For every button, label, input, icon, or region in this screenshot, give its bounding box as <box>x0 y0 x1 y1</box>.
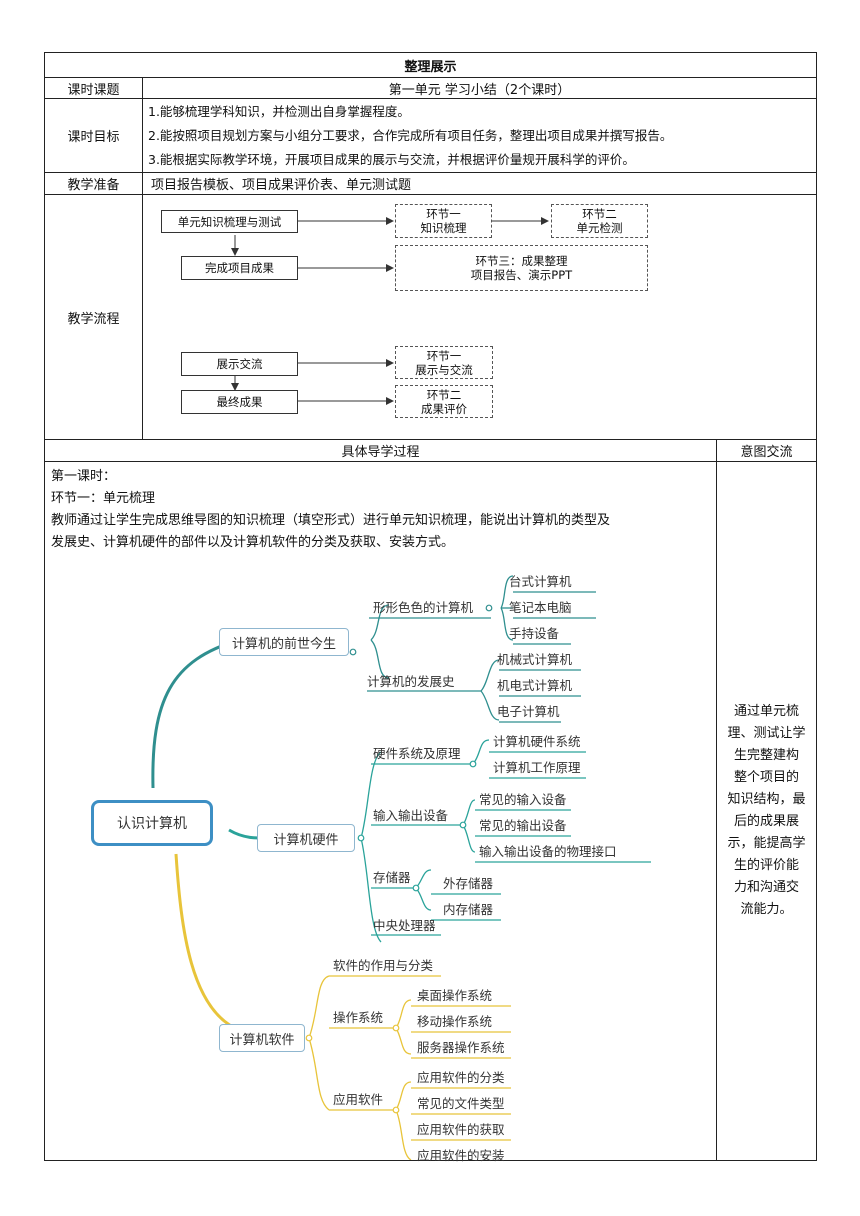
goal-item: 2.能按照项目规划方案与小组分工要求，合作完成所有项目任务，整理出项目成果并撰写… <box>148 127 673 143</box>
flow-label: 教学流程 <box>44 194 143 440</box>
goals-list: 1.能够梳理学科知识，并检测出自身掌握程度。 2.能按照项目规划方案与小组分工要… <box>142 98 817 173</box>
flow-box-stage2: 环节二 单元检测 <box>551 204 648 238</box>
mindmap-leaf: 常见的文件类型 <box>417 1096 505 1111</box>
flow-box-text: 环节二 <box>426 387 462 402</box>
flow-box-text: 项目报告、演示PPT <box>470 268 573 282</box>
flow-box-text: 成果评价 <box>421 401 467 416</box>
prep-label: 教学准备 <box>44 172 143 195</box>
lesson-plan-table: 整理展示 课时课题 第一单元 学习小结（2个课时） 课时目标 1.能够梳理学科知… <box>44 52 817 1163</box>
topic-label: 课时课题 <box>44 77 143 99</box>
intent-header: 意图交流 <box>716 439 817 462</box>
flow-box-present: 环节一 展示与交流 <box>395 346 493 379</box>
mindmap-leaf: 机电式计算机 <box>497 678 573 693</box>
intent-line: 通过单元梳 <box>733 704 799 719</box>
mindmap-leaf: 手持设备 <box>509 626 560 641</box>
mindmap-leaf: 计算机工作原理 <box>493 760 581 775</box>
process-header: 具体导学过程 <box>44 439 717 462</box>
mindmap-leaf: 应用软件的分类 <box>417 1070 505 1085</box>
flow-box-project: 完成项目成果 <box>181 256 298 280</box>
mindmap-leaf: 常见的输出设备 <box>479 818 567 833</box>
lesson-title: 第一课时： <box>51 469 117 484</box>
flow-diagram: 单元知识梳理与测试 环节一 知识梳理 环节二 单元检测 完成项目成果 环节三：成… <box>143 195 816 439</box>
flow-box-text: 环节三：成果整理 <box>475 254 568 268</box>
intent-line: 生完整建构 <box>733 748 799 763</box>
mindmap-branch-software: 计算机软件 <box>219 1024 305 1052</box>
mindmap-leaf: 输入输出设备的物理接口 <box>479 844 617 859</box>
intent-line: 示，能提高学 <box>727 836 806 851</box>
flow-box-showcase: 展示交流 <box>181 352 298 376</box>
flow-box-stage3: 环节三：成果整理 项目报告、演示PPT <box>395 245 648 291</box>
mindmap-leaf: 电子计算机 <box>497 704 560 719</box>
mindmap-leaf: 笔记本电脑 <box>509 600 572 615</box>
doc-title: 整理展示 <box>44 52 817 78</box>
topic-value: 第一单元 学习小结（2个课时） <box>142 77 817 99</box>
process-text: 第一课时： 环节一：单元梳理 教师通过让学生完成思维导图的知识梳理（填空形式）进… <box>51 466 710 554</box>
goal-item: 3.能根据实际教学环境，开展项目成果的展示与交流，并根据评价量规开展科学的评价。 <box>148 151 635 167</box>
flow-connectors <box>231 217 549 405</box>
mindmap-leaf: 内存储器 <box>443 902 494 917</box>
flow-box-text: 展示与交流 <box>415 362 473 377</box>
intent-line: 流能力。 <box>740 902 793 917</box>
mindmap-leaf: 机械式计算机 <box>497 652 573 667</box>
flow-box-text: 展示交流 <box>216 357 263 371</box>
mindmap-node: 操作系统 <box>333 1010 384 1025</box>
mindmap-node: 硬件系统及原理 <box>373 746 461 761</box>
mindmap-leaf: 计算机硬件系统 <box>493 734 581 749</box>
mindmap-leaf: 应用软件的安装 <box>417 1148 505 1163</box>
flow-box-text: 环节一 <box>426 207 461 221</box>
flow-box-unit-review: 单元知识梳理与测试 <box>161 210 298 233</box>
flow-box-text: 单元知识梳理与测试 <box>177 214 282 229</box>
mindmap-node: 形形色色的计算机 <box>373 600 474 615</box>
mindmap-node: 中央处理器 <box>373 918 436 933</box>
process-cell: 第一课时： 环节一：单元梳理 教师通过让学生完成思维导图的知识梳理（填空形式）进… <box>44 461 717 1163</box>
intent-line: 整个项目的 <box>733 770 799 785</box>
mindmap-root: 认识计算机 <box>91 800 213 846</box>
flow-box-text: 知识梳理 <box>420 221 467 235</box>
mindmap-leaf: 桌面操作系统 <box>417 988 493 1003</box>
mindmap-node: 软件的作用与分类 <box>333 958 434 973</box>
flow-box-text: 环节一 <box>426 348 462 363</box>
mindmap-leaf: 服务器操作系统 <box>417 1040 505 1055</box>
mindmap-leaf: 台式计算机 <box>509 574 572 589</box>
mindmap-node: 输入输出设备 <box>373 808 449 823</box>
flow-box-stage1: 环节一 知识梳理 <box>395 204 492 238</box>
goal-item: 1.能够梳理学科知识，并检测出自身掌握程度。 <box>148 103 410 119</box>
mindmap-leaf: 应用软件的获取 <box>417 1122 505 1137</box>
intent-line: 生的评价能 <box>733 858 799 873</box>
flow-box-text: 最终成果 <box>216 395 263 409</box>
flow-box-final: 最终成果 <box>181 390 298 414</box>
mindmap: 认识计算机 计算机的前世今生 计算机硬件 计算机软件 形形色色的计算机 计算机的… <box>71 570 671 1163</box>
prep-value: 项目报告模板、项目成果评价表、单元测试题 <box>142 172 817 195</box>
intent-line: 力和沟通交 <box>733 880 799 895</box>
mindmap-node: 应用软件 <box>333 1092 384 1107</box>
goals-label: 课时目标 <box>44 98 143 173</box>
process-paragraph: 发展史、计算机硬件的部件以及计算机软件的分类及获取、安装方式。 <box>51 535 455 550</box>
mindmap-leaf: 外存储器 <box>443 876 494 891</box>
stage-title: 环节一：单元梳理 <box>51 491 156 506</box>
mindmap-leaf: 常见的输入设备 <box>479 792 567 807</box>
flow-box-text: 环节二 <box>582 207 617 221</box>
flow-box-text: 单元检测 <box>576 221 623 235</box>
mindmap-branch-history: 计算机的前世今生 <box>219 628 349 656</box>
mindmap-branch-hardware: 计算机硬件 <box>257 824 355 852</box>
intent-line: 理、测试让学 <box>727 726 806 741</box>
mindmap-leaf: 移动操作系统 <box>417 1014 493 1029</box>
intent-line: 知识结构，最 <box>727 792 806 807</box>
flow-box-text: 完成项目成果 <box>205 261 274 275</box>
flow-cell: 单元知识梳理与测试 环节一 知识梳理 环节二 单元检测 完成项目成果 环节三：成… <box>142 194 817 440</box>
mindmap-node: 计算机的发展史 <box>367 674 455 689</box>
process-paragraph: 教师通过让学生完成思维导图的知识梳理（填空形式）进行单元知识梳理，能说出计算机的… <box>51 513 611 528</box>
flow-box-evaluation: 环节二 成果评价 <box>395 385 493 418</box>
mindmap-node: 存储器 <box>373 870 411 885</box>
mindmap-branches <box>151 575 651 1160</box>
intent-line: 后的成果展 <box>733 814 799 829</box>
intent-cell: 通过单元梳 理、测试让学 生完整建构 整个项目的 知识结构，最 后的成果展 示，… <box>716 461 817 1161</box>
